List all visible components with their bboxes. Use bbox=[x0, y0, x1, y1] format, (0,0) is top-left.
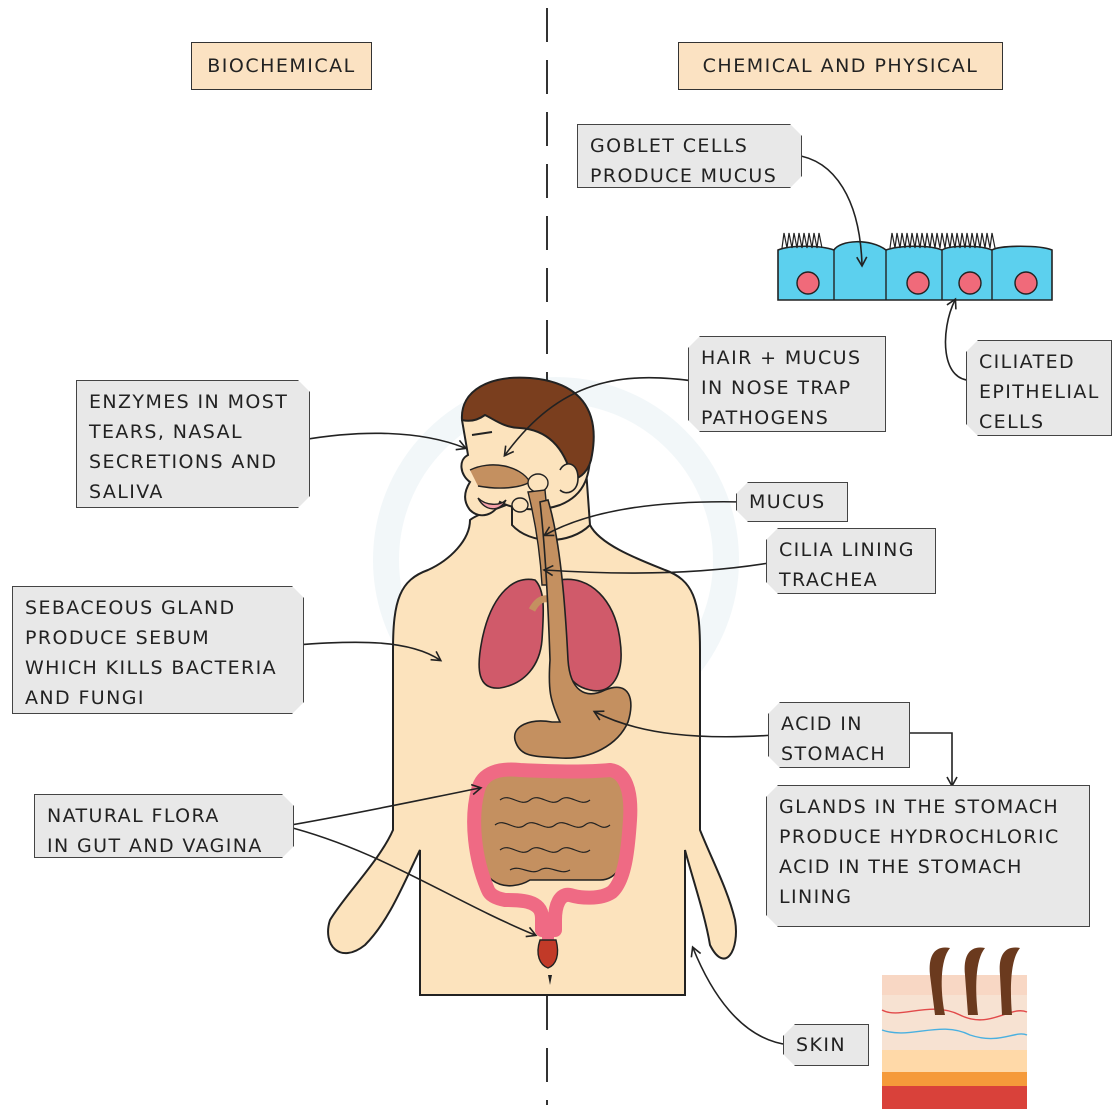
chemical-physical-header: CHEMICAL AND PHYSICAL bbox=[678, 42, 1003, 90]
skin-label: SKIN bbox=[783, 1024, 869, 1066]
hair-mucus-label: HAIR + MUCUS IN NOSE TRAP PATHOGENS bbox=[688, 336, 886, 432]
natural-flora-label: NATURAL FLORA IN GUT AND VAGINA bbox=[34, 794, 294, 858]
acid-stomach-label: ACID IN STOMACH bbox=[768, 702, 910, 768]
mucus-label: MUCUS bbox=[736, 482, 848, 522]
goblet-cells-label: GOBLET CELLS PRODUCE MUCUS bbox=[577, 124, 802, 188]
enzymes-label: ENZYMES IN MOST TEARS, NASAL SECRETIONS … bbox=[76, 380, 310, 508]
sebaceous-gland-label: SEBACEOUS GLAND PRODUCE SEBUM WHICH KILL… bbox=[12, 586, 304, 714]
stomach-glands-label: GLANDS IN THE STOMACH PRODUCE HYDROCHLOR… bbox=[766, 785, 1090, 927]
ciliated-epithelial-label: CILIATED EPITHELIAL CELLS bbox=[966, 340, 1112, 436]
cilia-trachea-label: CILIA LINING TRACHEA bbox=[766, 528, 936, 594]
biochemical-header: BIOCHEMICAL bbox=[191, 42, 372, 90]
epithelial-cells bbox=[778, 233, 1052, 300]
skin-section bbox=[882, 947, 1027, 1109]
